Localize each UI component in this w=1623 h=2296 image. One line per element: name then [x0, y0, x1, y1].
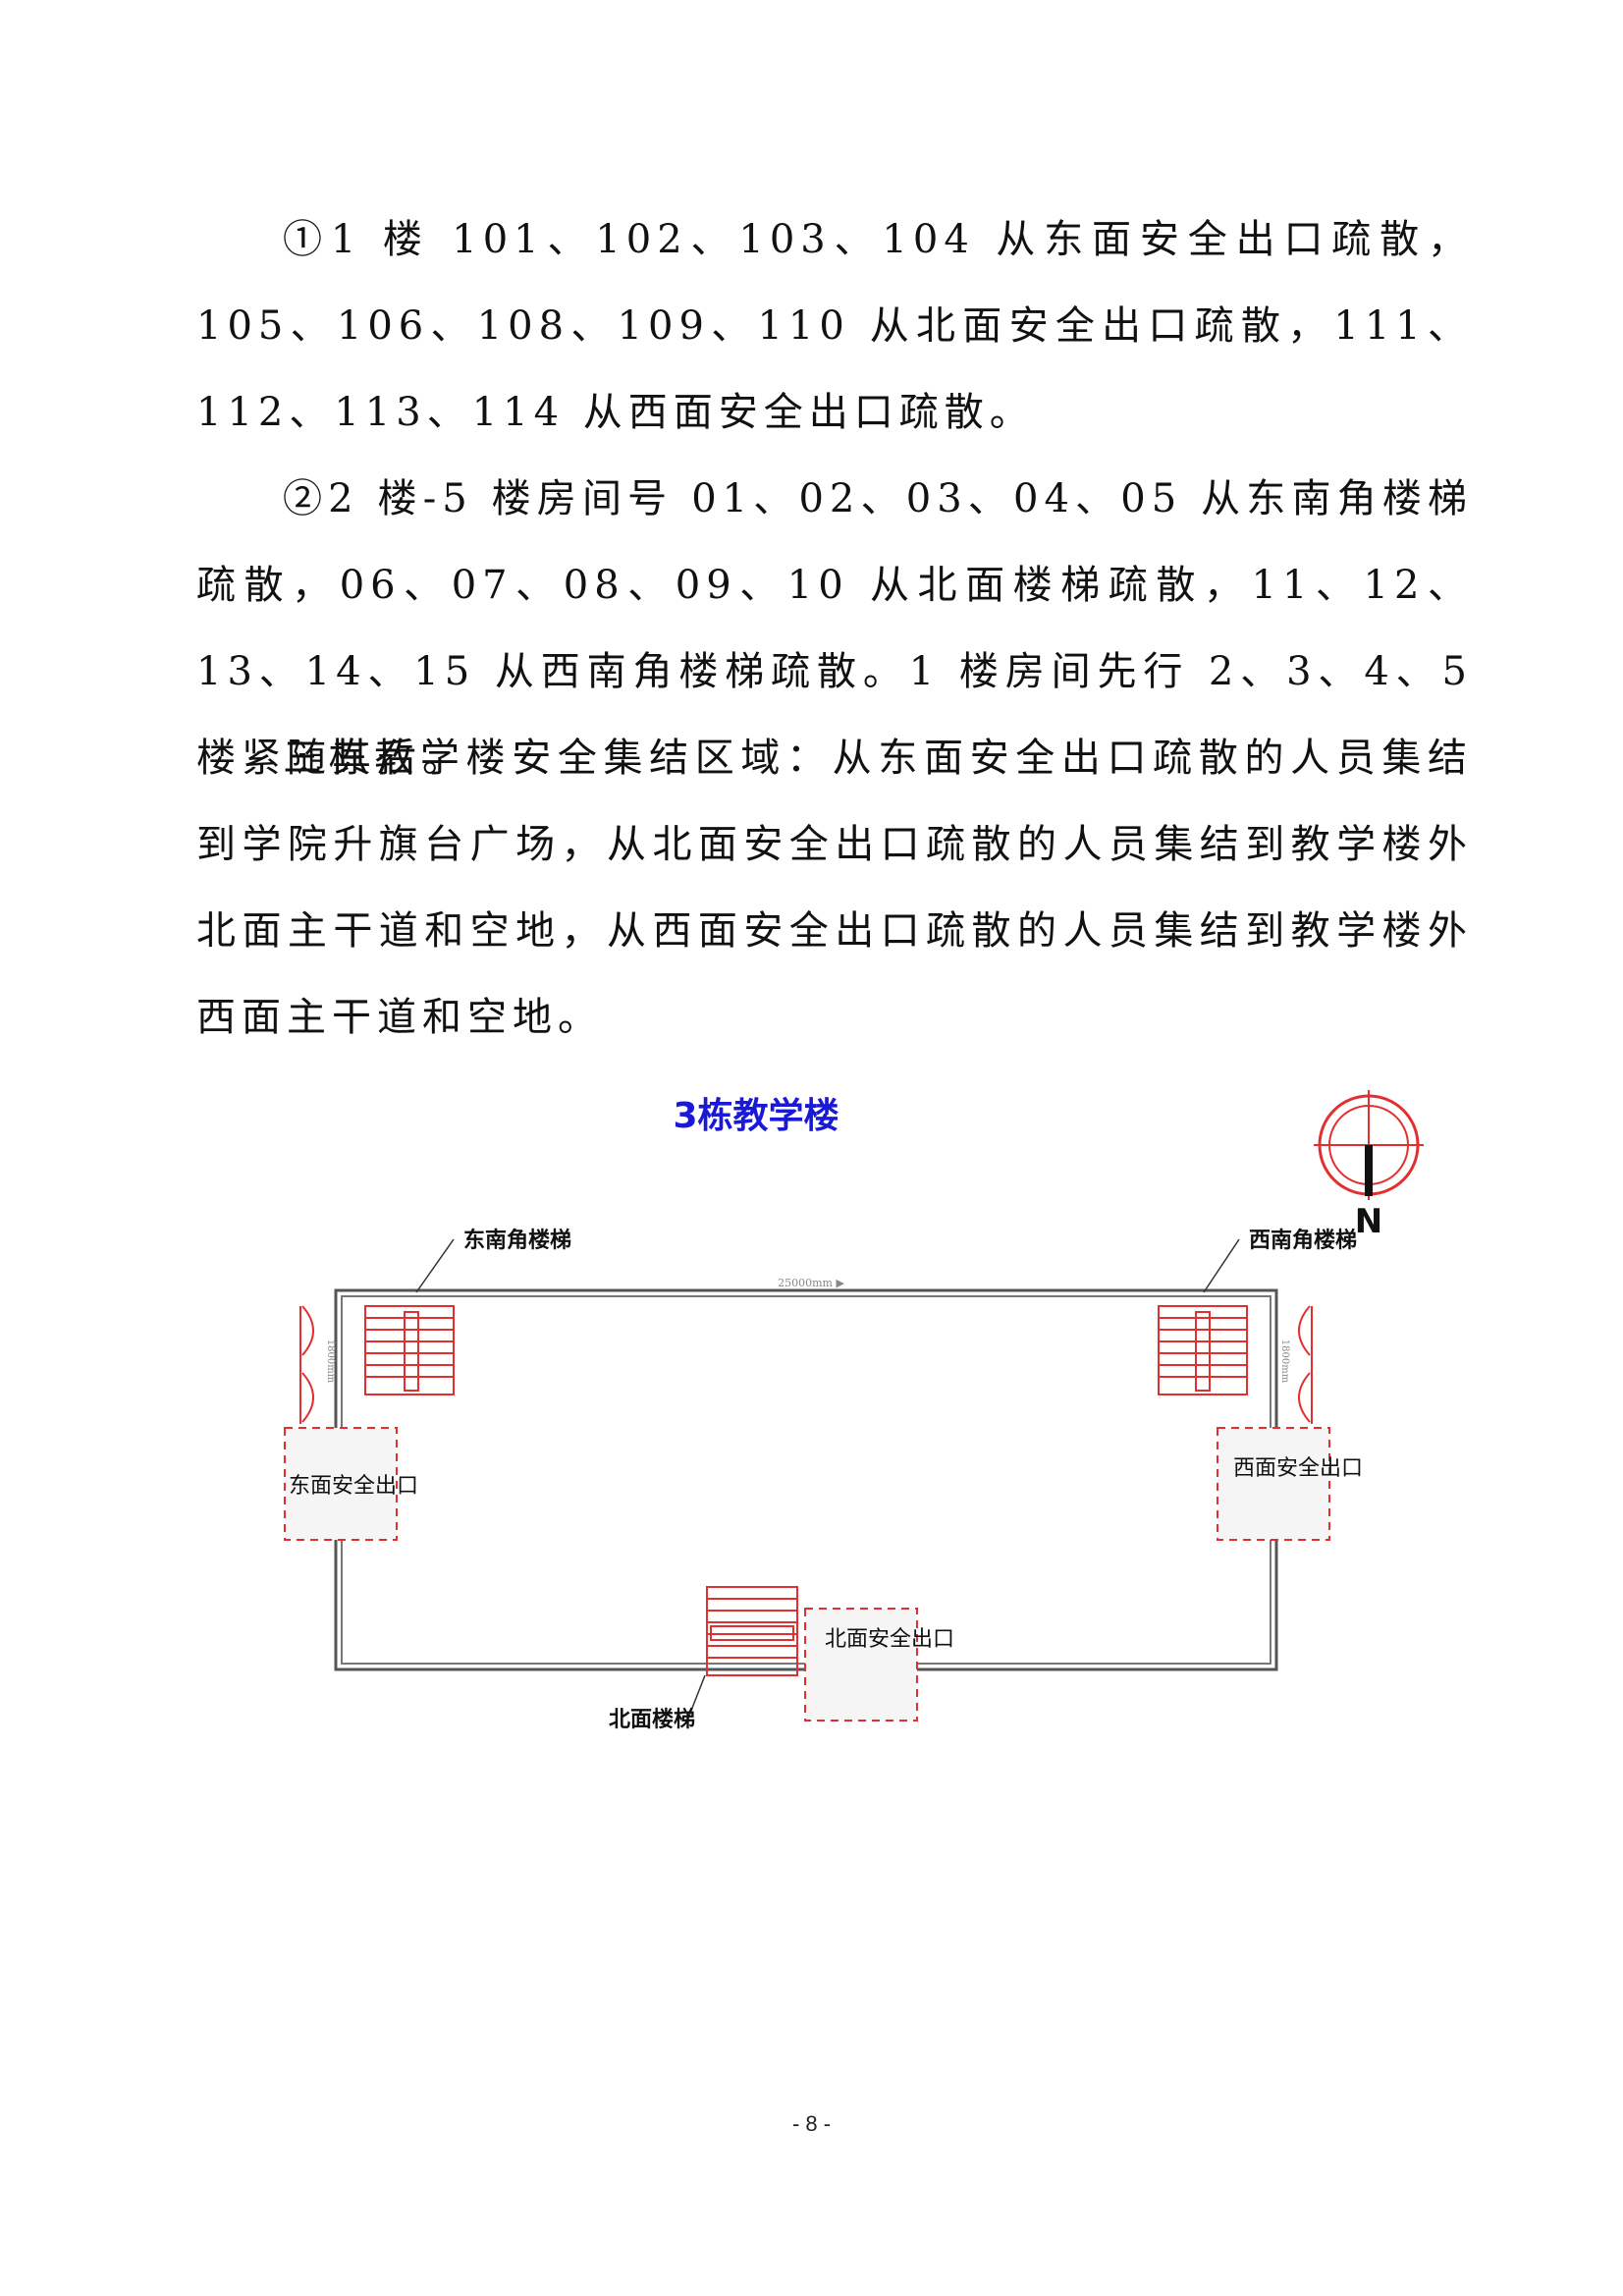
dimension-top: 25000mm ▶: [778, 1277, 844, 1289]
label-stair-southwest: 西南角楼梯: [1249, 1228, 1357, 1253]
evacuation-floor-plan: 3栋教学楼 N 25000mm ▶ 1800mm 东南角楼梯 1800mm: [284, 1090, 1424, 1732]
label-exit-north: 北面安全出口: [825, 1627, 954, 1652]
exit-east-zone: [284, 1427, 398, 1541]
diagram-title: 3栋教学楼: [673, 1095, 839, 1136]
exit-north-zone: [804, 1608, 918, 1722]
stair-southwest-drawing: [1158, 1305, 1313, 1424]
compass-label: N: [1355, 1202, 1382, 1241]
label-exit-west: 西面安全出口: [1233, 1456, 1363, 1481]
paragraph-floors2-5: ②2 楼-5 楼房间号 01、02、03、04、05 从东南角楼梯疏散，06、0…: [196, 456, 1473, 801]
paragraph-text: ②2 楼-5 楼房间号 01、02、03、04、05 从东南角楼梯疏散，06、0…: [196, 476, 1473, 781]
dimension-side-right: 1800mm: [1279, 1339, 1290, 1384]
compass-icon: [1314, 1090, 1424, 1200]
stair-north-drawing: [706, 1586, 798, 1676]
paragraph-assembly-area: 三栋教学楼安全集结区域：从东面安全出口疏散的人员集结到学院升旗台广场，从北面安全…: [196, 715, 1473, 1061]
stair-southeast-drawing: [299, 1305, 455, 1424]
paragraph-text: ①1 楼 101、102、103、104 从东面安全出口疏散，105、106、1…: [196, 217, 1473, 435]
page-number: - 8 -: [791, 2111, 832, 2136]
dimension-side-left: 1800mm: [325, 1339, 336, 1384]
paragraph-floor1: ①1 楼 101、102、103、104 从东面安全出口疏散，105、106、1…: [196, 196, 1473, 456]
label-stair-southeast: 东南角楼梯: [463, 1228, 571, 1253]
label-exit-east: 东面安全出口: [289, 1474, 418, 1499]
exit-west-zone: [1217, 1427, 1330, 1541]
label-stair-north: 北面楼梯: [609, 1707, 695, 1732]
paragraph-text: 三栋教学楼安全集结区域：从东面安全出口疏散的人员集结到学院升旗台广场，从北面安全…: [196, 736, 1473, 1040]
